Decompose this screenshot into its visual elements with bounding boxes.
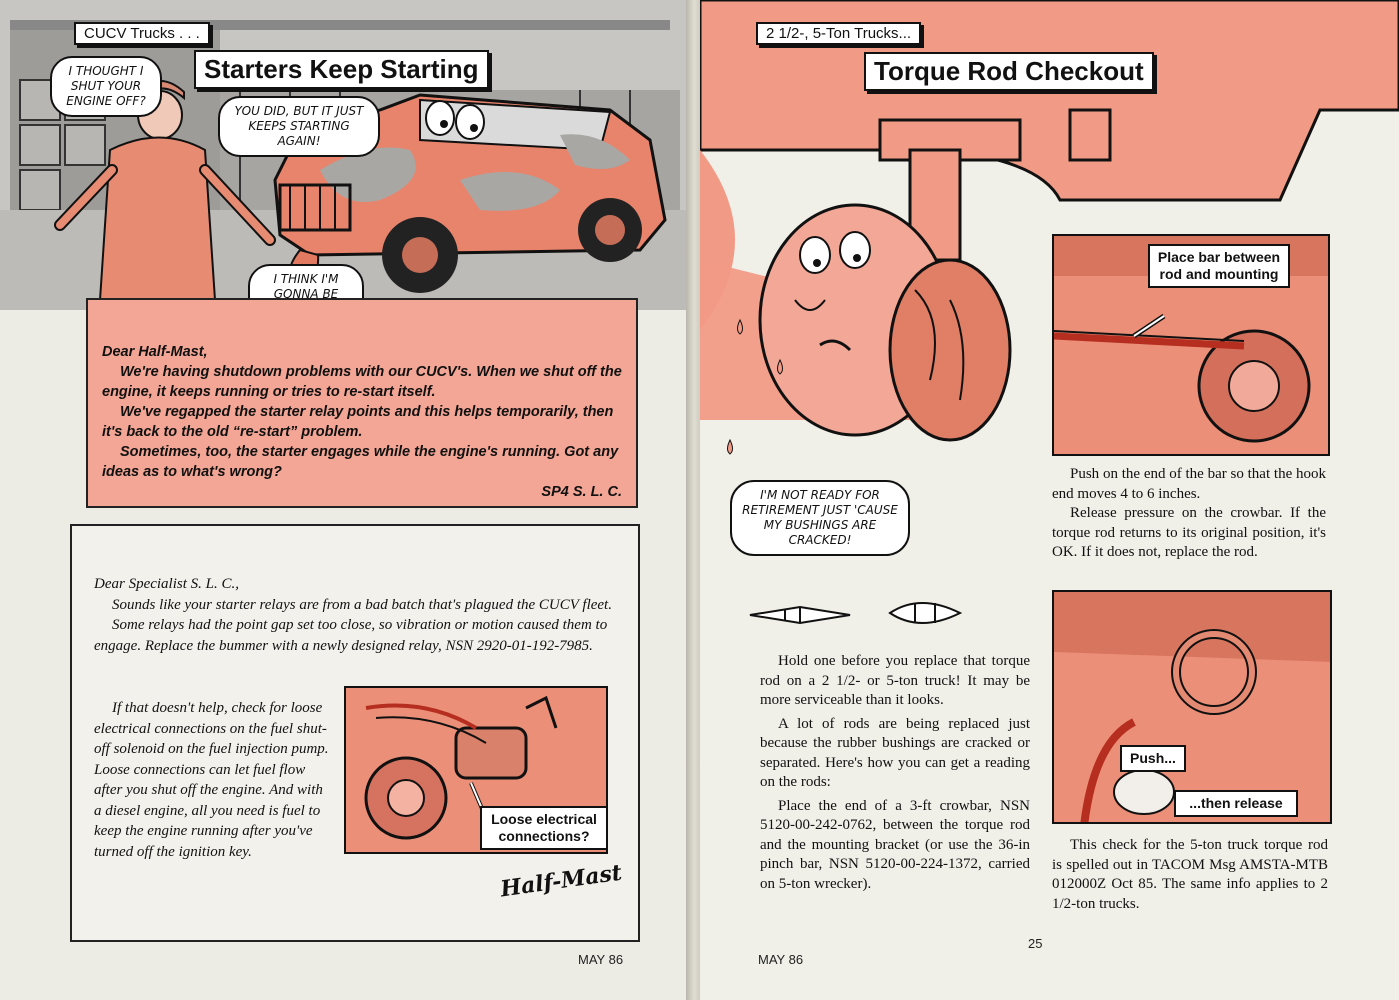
section-label: 2 1/2-, 5-Ton Trucks... <box>756 22 922 45</box>
letter-scroll: Dear Half-Mast, We're having shutdown pr… <box>86 298 638 508</box>
right-page: 2 1/2-, 5-Ton Trucks... Torque Rod Check… <box>700 0 1399 1000</box>
inset-caption: Place bar between rod and mounting <box>1148 244 1290 288</box>
speech-bubble-truck-reply: You did, but it just keeps starting agai… <box>218 96 380 157</box>
left-footer: MAY 86 <box>578 952 624 967</box>
book-gutter <box>686 0 704 1000</box>
push-label: Push... <box>1120 745 1186 772</box>
letter-signature: SP4 S. L. C. <box>541 484 622 500</box>
intro-paragraph: Hold one before you replace that torque … <box>760 653 1030 708</box>
half-mast-signature: Half-Mast <box>498 859 624 903</box>
electrical-connections-photo <box>344 686 608 854</box>
page-title: Starters Keep Starting <box>194 50 489 89</box>
reply-side-paragraph: If that doesn't help, check for loose el… <box>94 700 329 860</box>
speech-bubble-soldier: I thought I shut your engine off? <box>50 56 162 117</box>
letter-paragraph: We've regapped the starter relay points … <box>102 404 614 440</box>
speech-bubble-torque-rod: I'm not ready for retirement just 'cause… <box>730 480 910 556</box>
procedure-paragraph: Push on the end of the bar so that the h… <box>1052 466 1326 502</box>
left-page: CUCV Trucks . . . Starters Keep Starting… <box>0 0 690 1000</box>
intro-paragraph: A lot of rods are being replaced just be… <box>760 715 1030 791</box>
procedure-paragraph: Release pressure on the crowbar. If the … <box>1052 505 1326 560</box>
release-label: ...then release <box>1174 790 1298 817</box>
section-label: CUCV Trucks . . . <box>74 22 210 45</box>
closing-text: This check for the 5-ton truck torque ro… <box>1052 836 1328 914</box>
closing-paragraph: This check for the 5-ton truck torque ro… <box>1052 837 1328 912</box>
page-number: 25 <box>1028 936 1043 951</box>
reply-salutation: Dear Specialist S. L. C., <box>94 576 239 592</box>
photo-caption: Loose electrical connections? <box>480 806 608 850</box>
reply-paragraph: Some relays had the point gap set too cl… <box>94 617 608 654</box>
reply-paragraph: Sounds like your starter relays are from… <box>112 596 612 613</box>
letter-paragraph: Sometimes, too, the starter engages whil… <box>102 444 619 480</box>
torque-rod-illustration <box>700 0 1399 470</box>
right-footer: MAY 86 <box>758 952 804 967</box>
intro-paragraph: Place the end of a 3-ft crowbar, NSN 512… <box>760 797 1030 892</box>
intro-text-column: Hold one before you replace that torque … <box>760 652 1030 894</box>
reply-scroll: Dear Specialist S. L. C., Sounds like yo… <box>70 524 640 942</box>
letter-salutation: Dear Half-Mast, <box>102 344 208 360</box>
letter-paragraph: We're having shutdown problems with our … <box>102 364 622 400</box>
bushing-doodles <box>740 585 990 635</box>
push-release-photo <box>1052 590 1332 824</box>
procedure-text-column: Push on the end of the bar so that the h… <box>1052 465 1326 563</box>
page-title: Torque Rod Checkout <box>864 52 1154 91</box>
